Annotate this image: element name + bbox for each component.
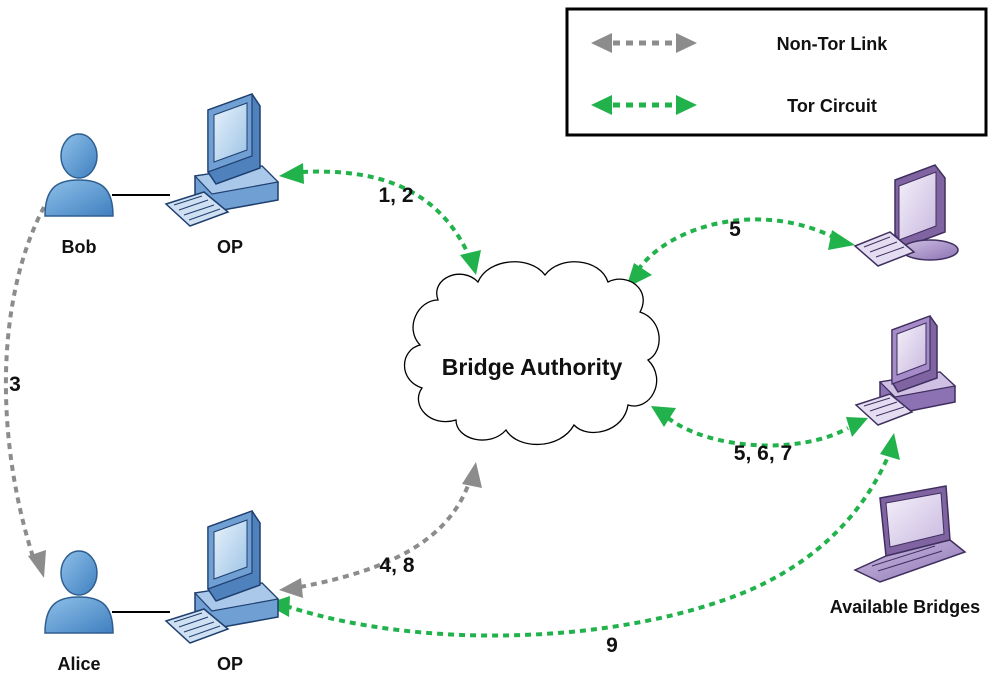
- step-label-3: 3: [9, 373, 21, 396]
- link-bob-op-authority: [279, 163, 481, 275]
- legend-box: Non-Tor Link Tor Circuit: [565, 7, 988, 137]
- link-bob-alice: [3, 206, 46, 578]
- bob-person-icon: [44, 133, 114, 217]
- bridge-top-computer-icon: [853, 164, 959, 267]
- alice-person-icon: [44, 550, 114, 634]
- alice-op-computer-icon: [165, 510, 279, 644]
- link-authority-bridge-top: [626, 217, 855, 288]
- legend-non-tor-label: Non-Tor Link: [777, 34, 889, 54]
- link-authority-bridge-middle: [651, 406, 868, 448]
- bridge-middle-computer-icon: [854, 315, 957, 426]
- step-label-9: 9: [606, 634, 618, 657]
- bob-op-computer-icon: [165, 93, 279, 227]
- step-label-5-6-7: 5, 6, 7: [734, 442, 792, 465]
- available-bridges-label: Available Bridges: [830, 597, 980, 617]
- tor-legend-arrow-icon: [591, 95, 697, 115]
- alice-op-label: OP: [217, 654, 243, 674]
- non-tor-legend-arrow-icon: [591, 33, 697, 53]
- link-alice-op-bridge: [266, 433, 900, 638]
- bob-op-label: OP: [217, 237, 243, 257]
- step-label-5: 5: [729, 218, 741, 241]
- legend-tor-label: Tor Circuit: [787, 96, 877, 116]
- step-label-1-2: 1, 2: [378, 184, 413, 207]
- bridge-authority-label: Bridge Authority: [442, 354, 623, 380]
- step-label-4-8: 4, 8: [379, 554, 414, 577]
- link-alice-op-authority: [279, 462, 482, 598]
- bridge-laptop-icon: [853, 485, 967, 583]
- bridge-authority-cloud: [404, 261, 660, 446]
- bob-label: Bob: [62, 237, 97, 257]
- alice-label: Alice: [57, 654, 100, 674]
